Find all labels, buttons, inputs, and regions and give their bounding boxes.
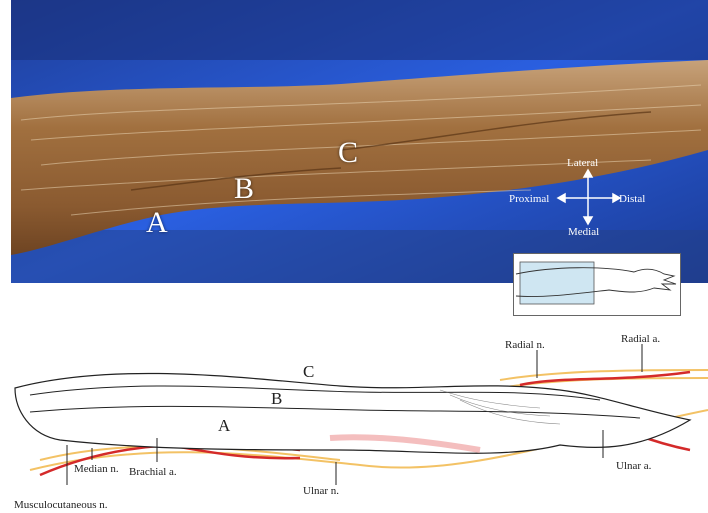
direction-distal: Distal — [619, 193, 646, 205]
drawing-label-b: B — [271, 389, 283, 408]
direction-proximal: Proximal — [509, 193, 550, 205]
arm-outline — [515, 261, 677, 305]
direction-medial: Medial — [568, 226, 600, 238]
photo-label-c: C — [338, 136, 359, 169]
dissection-photo — [11, 0, 708, 283]
label-radial-nerve: Radial n. — [505, 339, 545, 351]
orientation-compass — [556, 168, 622, 226]
drawing-label-a: A — [218, 416, 231, 435]
label-brachial-artery: Brachial a. — [129, 466, 177, 478]
label-musculocutaneous-nerve: Musculocutaneous n. — [14, 499, 108, 511]
label-ulnar-artery: Ulnar a. — [616, 460, 652, 472]
direction-lateral: Lateral — [567, 157, 599, 169]
label-radial-artery: Radial a. — [621, 333, 661, 345]
photo-label-a: A — [146, 206, 168, 239]
arm-location-inset — [513, 253, 681, 316]
label-median-nerve: Median n. — [74, 463, 119, 475]
drawing-label-c: C — [303, 362, 315, 381]
label-ulnar-nerve: Ulnar n. — [303, 485, 340, 497]
anatomical-illustration — [14, 344, 708, 485]
photo-label-b: B — [234, 172, 255, 205]
